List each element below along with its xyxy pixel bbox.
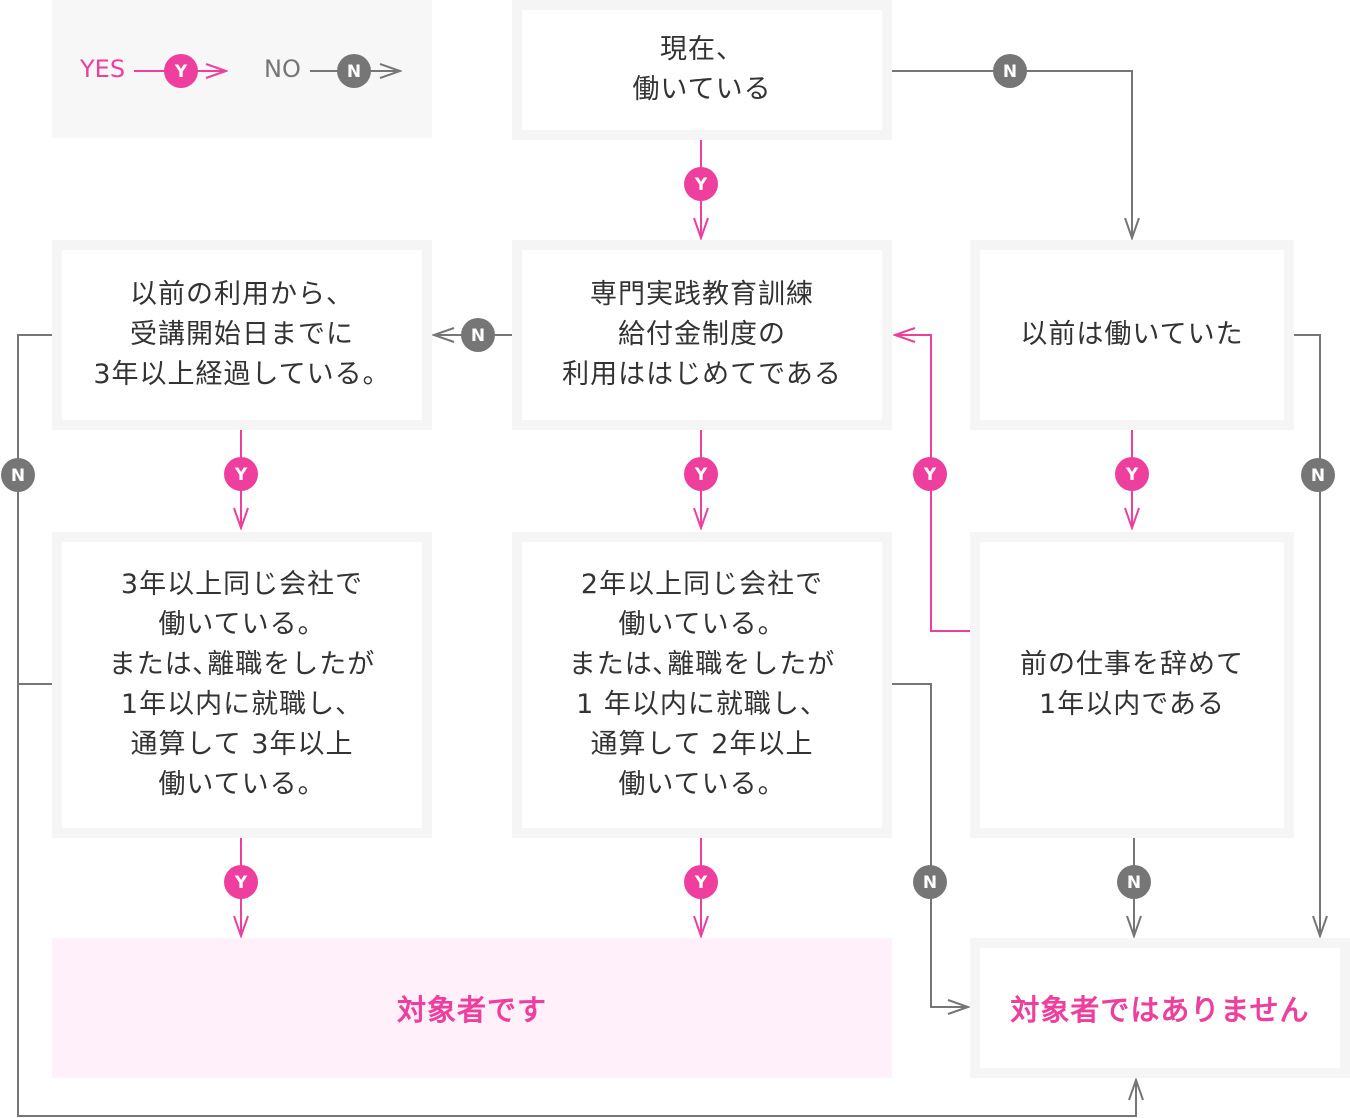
svg-text:N: N bbox=[1127, 873, 1141, 893]
node-previous-use-3-years: 以前の利用から、 受講開始日までに 3年以上経過している。 bbox=[52, 240, 432, 430]
node-quit-within-1-year-text: 前の仕事を辞めて 1年以内である bbox=[1020, 649, 1244, 720]
badge-yes: Y bbox=[684, 167, 718, 201]
node-first-time-use-text: 専門実践教育訓練 給付金制度の 利用ははじめてである bbox=[562, 279, 842, 390]
svg-text:Y: Y bbox=[174, 62, 188, 82]
badge-yes: Y bbox=[1115, 457, 1149, 491]
edge-previous-use-no bbox=[17, 334, 1136, 1117]
svg-text:N: N bbox=[347, 62, 361, 82]
node-currently-working: 現在、 働いている bbox=[512, 0, 892, 140]
badge-yes: Y bbox=[224, 457, 258, 491]
edge-previously-worked-no bbox=[1294, 334, 1320, 936]
legend-no-label: NO bbox=[264, 55, 301, 83]
node-previous-use-3-years-text: 以前の利用から、 受講開始日までに 3年以上経過している。 bbox=[93, 279, 391, 390]
node-worked-3-years-text: 3年以上同じ会社で 働いている。 または､離職をしたが 1年以内に就職し、 通算… bbox=[108, 569, 376, 800]
node-quit-within-1-year: 前の仕事を辞めて 1年以内である bbox=[970, 532, 1294, 838]
node-worked-2-years: 2年以上同じ会社で 働いている。 または､離職をしたが 1 年以内に就職し、 通… bbox=[512, 532, 892, 838]
svg-text:N: N bbox=[471, 326, 485, 346]
badge-yes: Y bbox=[684, 457, 718, 491]
node-first-time-use: 専門実践教育訓練 給付金制度の 利用ははじめてである bbox=[512, 240, 892, 430]
badge-yes: Y bbox=[684, 865, 718, 899]
svg-text:Y: Y bbox=[234, 465, 248, 485]
badge-no: N bbox=[1, 458, 35, 492]
svg-text:N: N bbox=[11, 466, 25, 486]
node-worked-2-years-text: 2年以上同じ会社で 働いている。 または､離職をしたが 1 年以内に就職し、 通… bbox=[568, 569, 836, 800]
badge-no: N bbox=[913, 865, 947, 899]
badge-no: N bbox=[1117, 865, 1151, 899]
svg-text:N: N bbox=[1311, 466, 1325, 486]
svg-text:Y: Y bbox=[1125, 465, 1139, 485]
legend-yes-badge: Y bbox=[164, 54, 198, 88]
badge-no: N bbox=[993, 54, 1027, 88]
node-currently-working-text: 現在、 働いている bbox=[632, 34, 772, 105]
badge-no: N bbox=[1301, 458, 1335, 492]
legend-yes-label: YES bbox=[80, 55, 126, 83]
result-not-eligible: 対象者ではありません bbox=[970, 938, 1350, 1078]
svg-text:Y: Y bbox=[694, 873, 708, 893]
result-not-eligible-text: 対象者ではありません bbox=[1010, 993, 1310, 1027]
badge-yes: Y bbox=[224, 865, 258, 899]
edge-currently-working-no bbox=[892, 70, 1132, 238]
svg-text:N: N bbox=[1003, 62, 1017, 82]
svg-text:Y: Y bbox=[694, 175, 708, 195]
result-eligible-text: 対象者です bbox=[396, 993, 547, 1027]
node-previously-worked: 以前は働いていた bbox=[970, 240, 1294, 430]
svg-text:Y: Y bbox=[923, 465, 937, 485]
node-worked-3-years: 3年以上同じ会社で 働いている。 または､離職をしたが 1年以内に就職し、 通算… bbox=[52, 532, 432, 838]
svg-text:Y: Y bbox=[234, 873, 248, 893]
legend-no-badge: N bbox=[337, 54, 371, 88]
svg-text:N: N bbox=[923, 873, 937, 893]
svg-text:Y: Y bbox=[694, 465, 708, 485]
badge-no: N bbox=[461, 318, 495, 352]
badge-yes: Y bbox=[913, 457, 947, 491]
edge-worked-2-years-no bbox=[892, 683, 968, 1007]
result-eligible: 対象者です bbox=[52, 938, 892, 1078]
node-previously-worked-text: 以前は働いていた bbox=[1020, 319, 1244, 350]
